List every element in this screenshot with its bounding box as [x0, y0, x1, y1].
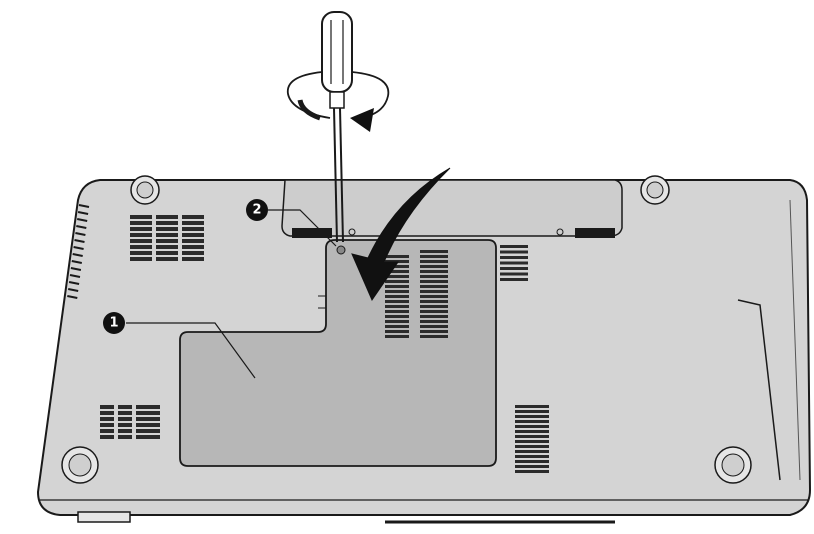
vent-bottom-left-c — [136, 405, 160, 439]
callout-1-label: 1 — [109, 316, 118, 331]
lock-icon — [556, 228, 564, 236]
callout-1: 1 — [103, 312, 125, 334]
callout-2: 2 — [246, 199, 268, 221]
foot-bottom-left — [61, 446, 99, 484]
rotation-arrow-tail — [297, 99, 321, 121]
rotation-arrow-head — [350, 108, 374, 132]
vent-top-left-c — [182, 215, 204, 261]
foot-top-right — [640, 175, 670, 205]
foot-front-left — [77, 511, 131, 523]
battery-latch-left — [292, 228, 332, 238]
callout-leaders — [126, 209, 337, 379]
vent-bottom-left-a — [100, 405, 114, 439]
left-side-vent — [67, 204, 90, 299]
foot-bottom-right — [714, 446, 752, 484]
screwdriver — [286, 11, 390, 243]
unlock-icon — [348, 228, 356, 236]
battery-latch-right — [575, 228, 615, 238]
vent-right-bottom — [515, 405, 549, 473]
rubber-feet — [61, 175, 752, 523]
vent-top-left-a — [130, 215, 152, 261]
vent-cover-b — [420, 250, 448, 338]
access-cover — [179, 239, 497, 467]
vent-right-top — [500, 245, 528, 281]
direction-arrow — [351, 167, 451, 302]
vent-top-left-b — [156, 215, 178, 261]
leader-line-1 — [126, 322, 256, 379]
battery-compartment — [281, 179, 623, 238]
leader-line-2 — [268, 209, 337, 247]
callout-2-label: 2 — [252, 203, 261, 218]
vent-bottom-left-b — [118, 405, 132, 439]
cover-screw — [336, 245, 346, 255]
screwdriver-handle — [321, 11, 353, 93]
cover-tab — [318, 295, 327, 309]
foot-top-left — [130, 175, 160, 205]
